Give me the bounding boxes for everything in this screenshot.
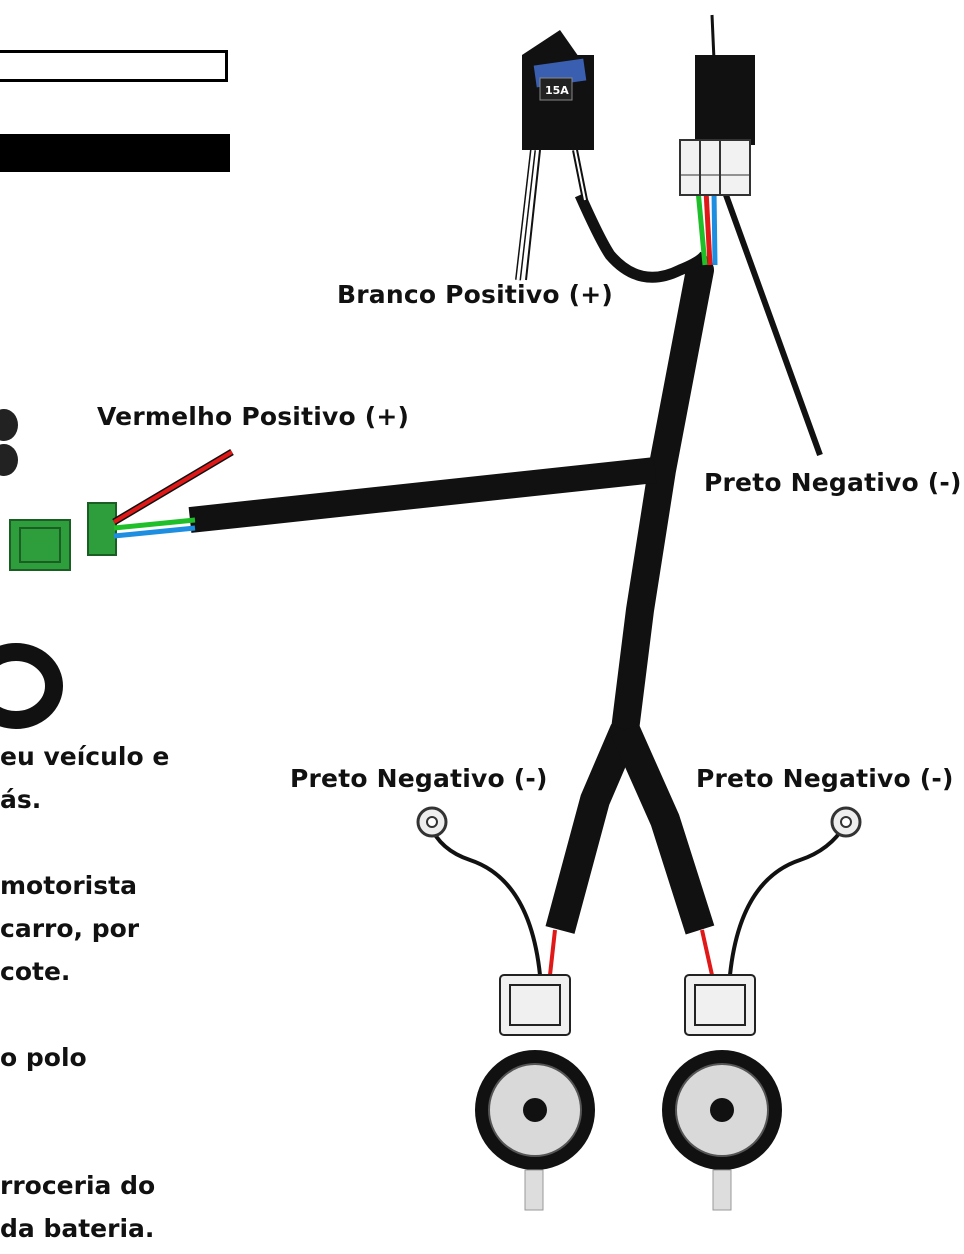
red-positive-wire xyxy=(112,450,234,524)
instruction-line-3: motorista xyxy=(0,871,137,900)
white-wire xyxy=(516,149,535,281)
left-branch-harness xyxy=(545,724,639,934)
fuse-holder: 15A xyxy=(522,30,594,150)
switch-connector xyxy=(9,502,117,571)
instruction-line-8: da bateria. xyxy=(0,1214,155,1243)
right-negative-label: Preto Negativo (-) xyxy=(696,764,954,793)
instruction-line-7: rroceria do xyxy=(0,1171,156,1200)
instruction-line-2: ás. xyxy=(0,785,42,814)
switch-branch-harness xyxy=(188,457,657,533)
branco-positivo-label: Branco Positivo (+) xyxy=(337,280,613,309)
left-lamp-assembly xyxy=(416,806,595,1211)
right-lamp-assembly xyxy=(662,806,862,1211)
header-filled-bar xyxy=(0,134,230,172)
relay-negative-wire xyxy=(723,193,823,457)
vermelho-positivo-label: Vermelho Positivo (+) xyxy=(97,402,410,431)
instruction-line-4: carro, por xyxy=(0,914,140,943)
fuse-loop-cable xyxy=(574,192,710,283)
relay-negative-label: Preto Negativo (-) xyxy=(704,468,962,497)
left-negative-label: Preto Negativo (-) xyxy=(290,764,548,793)
instruction-line-5: cote. xyxy=(0,957,71,986)
main-harness xyxy=(611,256,714,744)
instruction-line-1: eu veículo e xyxy=(0,742,170,771)
header-outline-box xyxy=(0,50,228,82)
fuse-rating-label: 15A xyxy=(545,84,569,97)
relay xyxy=(679,14,755,196)
right-branch-harness xyxy=(611,723,715,935)
title-letter-fragment xyxy=(0,643,63,729)
instruction-line-6: o polo xyxy=(0,1043,87,1072)
